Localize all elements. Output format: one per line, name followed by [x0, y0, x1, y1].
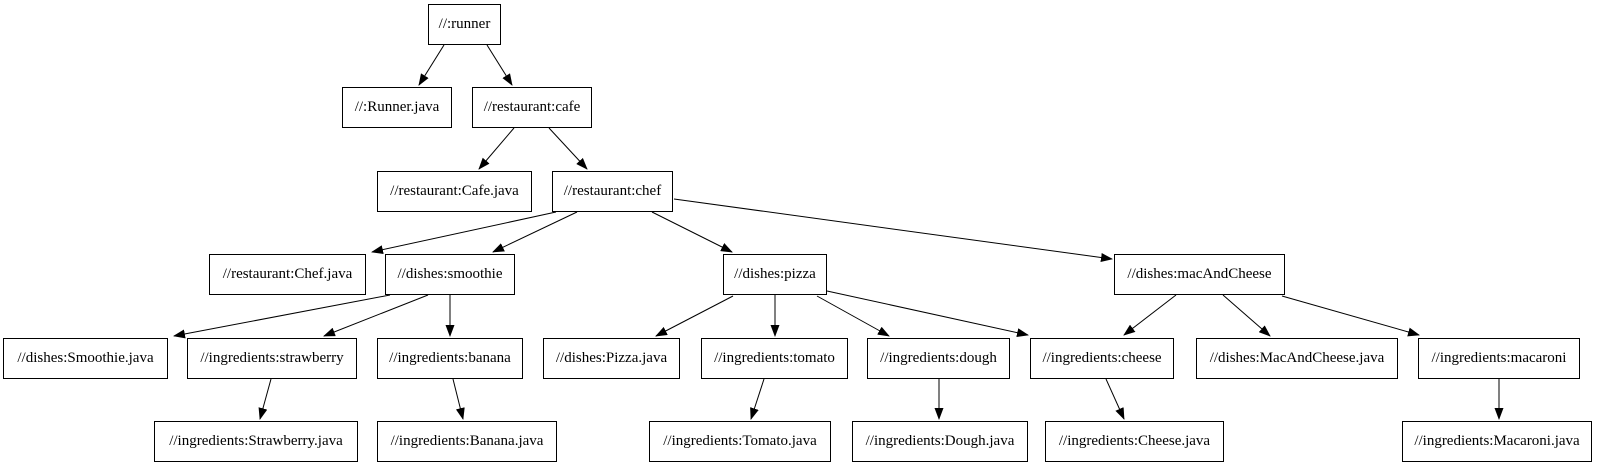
node-macaroni-java: //ingredients:Macaroni.java [1402, 421, 1592, 462]
node-label-banana: //ingredients:banana [389, 350, 511, 366]
edge-macandcheese-to-macandcheese-java [1222, 294, 1271, 337]
node-label-strawberry-java: //ingredients:Strawberry.java [169, 433, 343, 449]
edge-runner-to-runner-java [418, 44, 445, 86]
node-label-strawberry: //ingredients:strawberry [200, 350, 344, 366]
edge-macandcheese-to-cheese [1123, 294, 1177, 336]
node-pizza-java: //dishes:Pizza.java [543, 338, 680, 379]
node-banana-java: //ingredients:Banana.java [377, 421, 557, 462]
node-label-tomato-java: //ingredients:Tomato.java [663, 433, 817, 449]
node-label-macaroni-java: //ingredients:Macaroni.java [1414, 433, 1580, 449]
node-label-dough-java: //ingredients:Dough.java [865, 433, 1015, 449]
edge-chef-to-pizza [651, 211, 733, 253]
node-cheese: //ingredients:cheese [1030, 338, 1174, 379]
node-macandcheese: //dishes:macAndCheese [1114, 254, 1285, 295]
node-label-cafe-java: //restaurant:Cafe.java [390, 183, 519, 199]
node-label-chef: //restaurant:chef [563, 183, 662, 199]
edge-smoothie-to-smoothie-java [173, 294, 391, 339]
node-cheese-java: //ingredients:Cheese.java [1045, 421, 1224, 462]
node-label-cheese-java: //ingredients:Cheese.java [1058, 433, 1211, 449]
edge-pizza-to-pizza-java [655, 295, 734, 337]
node-tomato-java: //ingredients:Tomato.java [649, 421, 831, 462]
node-label-macaroni: //ingredients:macaroni [1431, 350, 1567, 366]
node-macandcheese-java: //dishes:MacAndCheese.java [1196, 338, 1398, 379]
node-runner: //:runner [428, 4, 501, 45]
edge-chef-to-macandcheese [673, 198, 1113, 262]
node-label-chef-java: //restaurant:Chef.java [222, 266, 353, 282]
edge-banana-to-banana-java [452, 378, 465, 420]
node-label-runner: //:runner [438, 16, 491, 32]
node-strawberry: //ingredients:strawberry [187, 338, 357, 379]
node-tomato: //ingredients:tomato [701, 338, 848, 379]
node-label-smoothie-java: //dishes:Smoothie.java [17, 350, 154, 366]
node-label-cheese: //ingredients:cheese [1042, 350, 1162, 366]
node-pizza: //dishes:pizza [723, 254, 827, 295]
node-runner-java: //:Runner.java [342, 87, 452, 128]
edge-pizza-to-cheese [826, 290, 1029, 338]
edge-cafe-to-chef [548, 127, 588, 170]
node-strawberry-java: //ingredients:Strawberry.java [154, 421, 358, 462]
node-smoothie-java: //dishes:Smoothie.java [3, 338, 168, 379]
node-cafe-java: //restaurant:Cafe.java [377, 171, 532, 212]
node-label-macandcheese: //dishes:macAndCheese [1127, 266, 1272, 282]
node-label-cafe: //restaurant:cafe [483, 99, 581, 115]
edge-cafe-to-cafe-java [478, 127, 515, 170]
edge-smoothie-to-strawberry [323, 294, 429, 337]
node-label-smoothie: //dishes:smoothie [397, 266, 503, 282]
node-cafe: //restaurant:cafe [472, 87, 592, 128]
edge-cheese-to-cheese-java [1105, 378, 1125, 420]
node-label-tomato: //ingredients:tomato [714, 350, 835, 366]
edge-chef-to-chef-java [371, 211, 557, 255]
edge-chef-to-smoothie [492, 211, 578, 253]
edge-tomato-to-tomato-java [750, 378, 765, 420]
node-macaroni: //ingredients:macaroni [1418, 338, 1580, 379]
node-chef: //restaurant:chef [552, 171, 673, 212]
node-label-runner-java: //:Runner.java [354, 99, 440, 115]
edge-pizza-to-dough [816, 295, 890, 337]
node-dough: //ingredients:dough [867, 338, 1010, 379]
node-chef-java: //restaurant:Chef.java [209, 254, 366, 295]
node-label-dough: //ingredients:dough [880, 350, 997, 366]
node-label-pizza-java: //dishes:Pizza.java [555, 350, 668, 366]
edge-macandcheese-to-macaroni [1281, 295, 1420, 337]
edge-strawberry-to-strawberry-java [258, 378, 272, 420]
node-label-pizza: //dishes:pizza [734, 266, 816, 282]
edge-runner-to-cafe [486, 44, 513, 86]
node-banana: //ingredients:banana [377, 338, 523, 379]
node-smoothie: //dishes:smoothie [385, 254, 515, 295]
node-dough-java: //ingredients:Dough.java [852, 421, 1028, 462]
node-label-banana-java: //ingredients:Banana.java [390, 433, 544, 449]
node-label-macandcheese-java: //dishes:MacAndCheese.java [1209, 350, 1385, 366]
